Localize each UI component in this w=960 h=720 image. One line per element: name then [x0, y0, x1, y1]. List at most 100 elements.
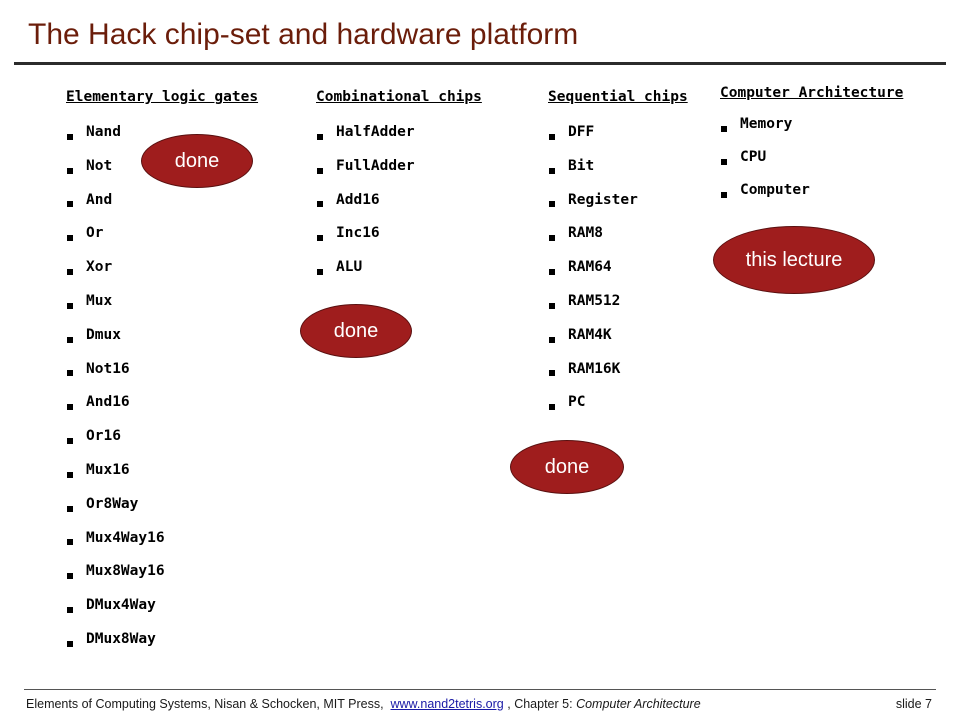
chip-list-item: HalfAdder: [316, 120, 482, 154]
square-bullet-icon: [317, 269, 323, 276]
slide-number: slide 7: [895, 697, 932, 711]
square-bullet-icon: [317, 235, 323, 242]
chip-list-item: Not: [66, 154, 258, 188]
chip-name: Dmux: [86, 326, 121, 343]
chip-list-item: Or: [66, 221, 258, 255]
chip-name: DFF: [568, 124, 595, 140]
column-heading: Elementary logic gates: [66, 89, 259, 105]
done-badge-gates: done: [141, 134, 253, 188]
square-bullet-icon: [317, 201, 323, 208]
square-bullet-icon: [67, 201, 73, 208]
chip-name: RAM64: [568, 259, 612, 276]
chip-list-item: DMux4Way: [66, 593, 258, 627]
chip-name: RAM16K: [568, 360, 621, 377]
chip-list-item: RAM16K: [548, 357, 688, 391]
chip-name: And: [86, 191, 113, 208]
chip-name: Inc16: [336, 225, 380, 242]
square-bullet-icon: [549, 133, 555, 140]
chip-name: Not16: [86, 360, 130, 377]
done-badge-combinational: done: [300, 304, 412, 358]
square-bullet-icon: [67, 269, 73, 276]
square-bullet-icon: [549, 370, 555, 377]
square-bullet-icon: [549, 336, 555, 343]
chip-name: DMux8Way: [86, 630, 156, 647]
chip-name: Nand: [86, 124, 121, 140]
chip-list-item: And16: [66, 390, 258, 424]
chip-list-item: Memory: [720, 112, 903, 145]
chip-name: FullAdder: [336, 157, 415, 174]
square-bullet-icon: [67, 336, 73, 343]
square-bullet-icon: [67, 404, 73, 411]
square-bullet-icon: [67, 573, 73, 580]
chip-list-item: CPU: [720, 145, 903, 178]
chip-name: Mux16: [86, 461, 130, 478]
chip-name: RAM8: [568, 225, 603, 242]
square-bullet-icon: [721, 158, 727, 165]
chip-name: Memory: [740, 116, 793, 132]
chip-list-item: DMux8Way: [66, 627, 258, 661]
chip-name: Mux8Way16: [86, 563, 165, 580]
chip-name: Xor: [86, 259, 113, 276]
slide-title: The Hack chip-set and hardware platform: [28, 18, 579, 51]
chip-name: HalfAdder: [336, 124, 415, 140]
chip-name: And16: [86, 394, 130, 411]
square-bullet-icon: [67, 539, 73, 546]
chip-name: Computer: [740, 182, 810, 198]
chip-list-item: Or16: [66, 424, 258, 458]
chip-name: DMux4Way: [86, 597, 156, 614]
chip-list-item: RAM64: [548, 255, 688, 289]
chip-list-item: ALU: [316, 255, 482, 289]
column-heading: Combinational chips: [316, 89, 482, 105]
chip-list-item: And: [66, 188, 258, 222]
chip-list-item: Inc16: [316, 221, 482, 255]
chip-list-item: Add16: [316, 188, 482, 222]
chip-list-item: RAM512: [548, 289, 688, 323]
column-heading: Sequential chips: [548, 89, 688, 105]
chip-name: Or16: [86, 428, 121, 445]
footer-citation: Elements of Computing Systems, Nisan & S…: [26, 697, 701, 711]
chip-list-item: Bit: [548, 154, 688, 188]
chip-name: Add16: [336, 191, 380, 208]
square-bullet-icon: [67, 302, 73, 309]
square-bullet-icon: [67, 235, 73, 242]
square-bullet-icon: [67, 471, 73, 478]
chip-list-item: Mux16: [66, 458, 258, 492]
square-bullet-icon: [67, 370, 73, 377]
square-bullet-icon: [549, 269, 555, 276]
chip-name: Register: [568, 191, 638, 208]
chip-name: Mux: [86, 292, 113, 309]
chip-list-item: Mux8Way16: [66, 559, 258, 593]
footer-link[interactable]: www.nand2tetris.org: [390, 697, 504, 711]
chip-list-item: DFF: [548, 120, 688, 154]
chip-list-item: Computer: [720, 178, 903, 211]
chip-name: RAM4K: [568, 326, 612, 343]
chip-name: Bit: [568, 157, 595, 174]
chip-list-item: PC: [548, 390, 688, 424]
square-bullet-icon: [67, 133, 73, 140]
chip-list-item: RAM8: [548, 221, 688, 255]
square-bullet-icon: [549, 404, 555, 411]
chip-name: ALU: [336, 259, 363, 276]
square-bullet-icon: [549, 167, 555, 174]
footer-chapter-prefix: , Chapter 5:: [507, 697, 573, 711]
square-bullet-icon: [549, 201, 555, 208]
chip-name: PC: [568, 394, 586, 411]
chip-list-item: Mux: [66, 289, 258, 323]
chip-list-item: FullAdder: [316, 154, 482, 188]
chip-name: CPU: [740, 149, 767, 165]
this-lecture-badge: this lecture: [713, 226, 875, 294]
square-bullet-icon: [549, 235, 555, 242]
square-bullet-icon: [67, 438, 73, 445]
square-bullet-icon: [67, 607, 73, 614]
chip-list-item: Dmux: [66, 323, 258, 357]
title-underline: [14, 62, 946, 65]
footer-source: Elements of Computing Systems, Nisan & S…: [26, 697, 384, 711]
chip-name: Or8Way: [86, 495, 139, 512]
